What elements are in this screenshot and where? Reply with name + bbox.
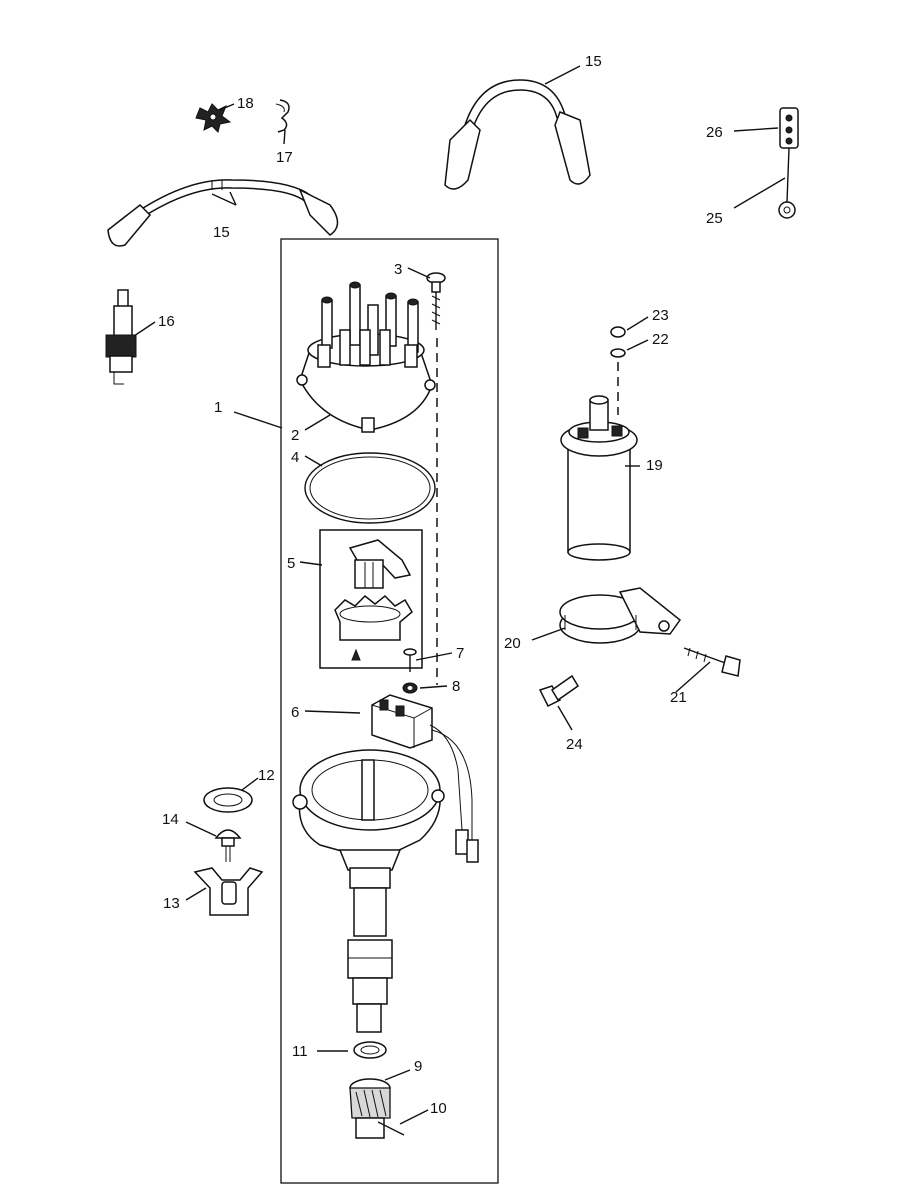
label-9: 9 (414, 1058, 422, 1075)
drive-gear (349, 1078, 391, 1139)
label-3: 3 (394, 261, 402, 278)
label-8: 8 (452, 678, 460, 695)
screw-7 (403, 648, 417, 672)
label-13: 13 (163, 895, 180, 912)
label-4: 4 (291, 449, 299, 466)
label-7: 7 (456, 645, 464, 662)
label-25: 25 (706, 210, 723, 227)
part-25-lead (778, 147, 796, 219)
part-17-clip (275, 99, 290, 133)
hold-down-clamp (193, 867, 264, 916)
label-21: 21 (670, 689, 687, 706)
label-16: 16 (158, 313, 175, 330)
leader-lines (133, 65, 786, 1125)
label-22: 22 (652, 331, 669, 348)
label-19: 19 (646, 457, 663, 474)
distributor-cap (296, 281, 436, 433)
spark-plug (105, 289, 137, 385)
label-11: 11 (292, 1043, 308, 1060)
label-20: 20 (504, 635, 521, 652)
label-15-right: 15 (585, 53, 602, 70)
bracket-bolt (683, 647, 741, 677)
label-15-left: 15 (213, 224, 230, 241)
label-17: 17 (276, 149, 293, 166)
label-10: 10 (430, 1100, 447, 1117)
spark-plug-wire-right (444, 79, 591, 190)
screw-3 (426, 272, 446, 330)
spark-plug-wire-left (107, 179, 339, 247)
part-26-clamp (779, 107, 799, 149)
coil-bolt (538, 674, 580, 708)
base-gasket (203, 787, 253, 813)
rotor-kit (319, 529, 423, 669)
label-6: 6 (291, 704, 299, 721)
label-14: 14 (162, 811, 179, 828)
cap-gasket (304, 452, 436, 524)
label-26: 26 (706, 124, 723, 141)
ignition-coil (560, 395, 638, 561)
label-23: 23 (652, 307, 669, 324)
thrust-washer (353, 1041, 387, 1059)
label-2: 2 (291, 427, 299, 444)
coil-washer (610, 348, 626, 358)
distributor-housing (292, 749, 445, 1033)
hold-down-bolt (214, 829, 242, 862)
label-12: 12 (258, 767, 275, 784)
roll-pin (377, 1121, 405, 1136)
coil-bracket (559, 587, 682, 644)
label-1: 1 (214, 399, 222, 416)
coil-nut (610, 326, 626, 338)
distributor-assembly-box (280, 238, 499, 1184)
washer-8 (402, 682, 418, 694)
label-24: 24 (566, 736, 583, 753)
ignition-module (371, 694, 479, 863)
label-18: 18 (237, 95, 254, 112)
part-18 (195, 103, 232, 133)
callout-labels: 1 2 3 4 5 6 7 8 9 10 11 12 13 14 15 15 1… (158, 53, 723, 1117)
label-5: 5 (287, 555, 295, 572)
